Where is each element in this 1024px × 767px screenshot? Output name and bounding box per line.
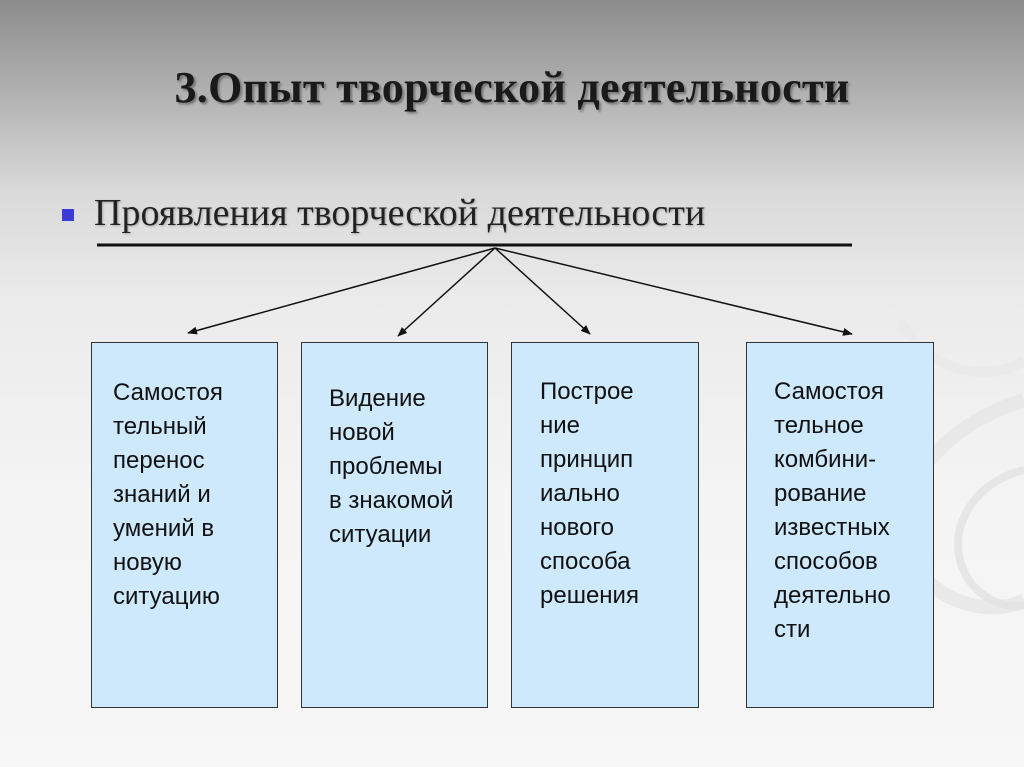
slide-title: 3.Опыт творческой деятельности — [174, 63, 850, 112]
diagram-box-problem-vision: Видение новой проблемы в знакомой ситуац… — [301, 342, 488, 708]
square-bullet-icon — [62, 209, 74, 221]
bullet-item: Проявления творческой деятельности — [62, 188, 705, 238]
diagram-box-text: Самостоя тельное комбини- рование извест… — [774, 378, 891, 643]
bullet-text: Проявления творческой деятельности — [94, 192, 706, 234]
arrow-to-box-2 — [397, 247, 496, 337]
arrow-to-box-1 — [187, 247, 496, 335]
diagram-box-combination: Самостоя тельное комбини- рование извест… — [746, 342, 934, 708]
diagram-box-text: Построе ние принцип иально нового способ… — [540, 378, 639, 609]
diagram-box-text: Самостоя тельный перенос знаний и умений… — [113, 379, 223, 610]
arrow-to-box-3 — [494, 247, 591, 335]
arrow-to-box-4 — [494, 247, 853, 336]
diagram-box-transfer: Самостоя тельный перенос знаний и умений… — [91, 342, 278, 708]
diagram-box-text: Видение новой проблемы в знакомой ситуац… — [329, 385, 454, 548]
diagram-box-new-method: Построе ние принцип иально нового способ… — [511, 342, 699, 708]
